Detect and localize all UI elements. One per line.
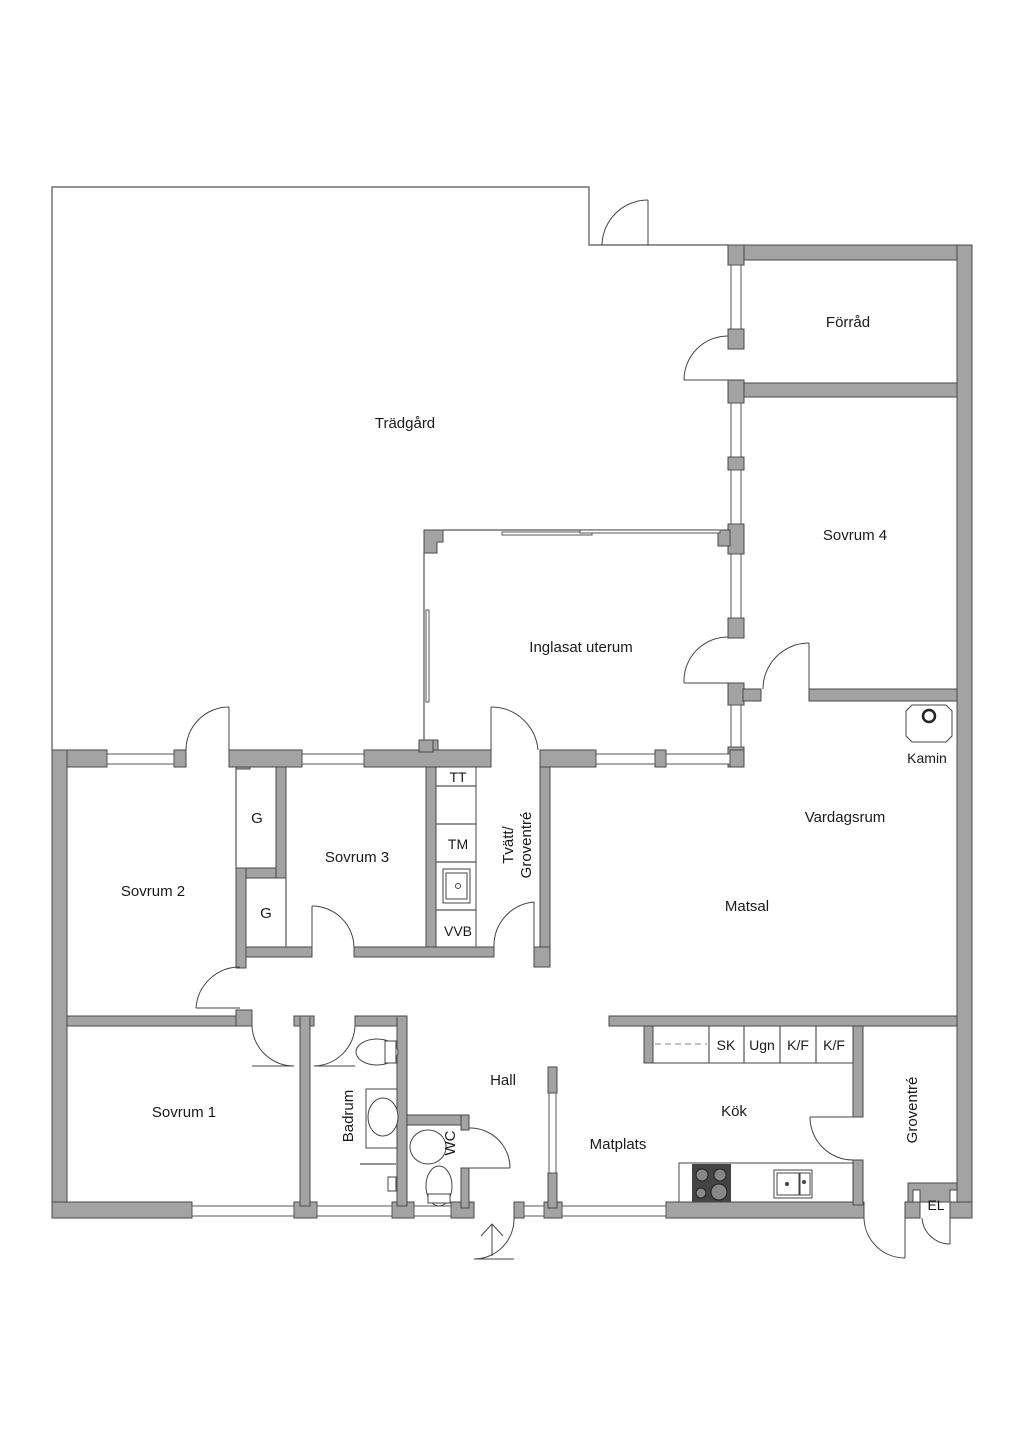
label-oven: Ugn xyxy=(749,1037,775,1053)
label-sovrum2: Sovrum 2 xyxy=(121,883,185,900)
fireplace-icon xyxy=(905,704,953,743)
bathroom-fixtures xyxy=(355,1038,453,1207)
entrance-arrow-icon xyxy=(480,1223,504,1256)
sunroom-glass-walls xyxy=(423,529,721,740)
label-sink-cabinet: SK xyxy=(717,1037,736,1053)
laundry-appliances xyxy=(435,766,477,948)
label-inglasat-uterum: Inglasat uterum xyxy=(529,639,632,656)
label-electrical: EL xyxy=(927,1197,944,1213)
label-sovrum3: Sovrum 3 xyxy=(325,849,389,866)
label-badrum: Badrum xyxy=(340,1090,357,1143)
label-closet-2: G xyxy=(260,905,272,922)
label-sovrum1: Sovrum 1 xyxy=(152,1104,216,1121)
label-tradgard: Trädgård xyxy=(375,415,435,432)
label-tvatt-groventre: Groventré xyxy=(518,812,535,879)
closets xyxy=(235,767,287,947)
label-groventre: Groventré xyxy=(904,1077,921,1144)
walls xyxy=(51,244,973,1219)
label-water-heater: VVB xyxy=(444,923,472,939)
label-vardagsrum: Vardagsrum xyxy=(805,809,886,826)
label-kok: Kök xyxy=(721,1103,747,1120)
label-matplats: Matplats xyxy=(590,1136,647,1153)
label-washing-machine: TM xyxy=(448,836,468,852)
label-kamin: Kamin xyxy=(907,750,947,766)
doors xyxy=(185,335,951,1260)
label-tvatt: Tvätt/ xyxy=(500,825,517,863)
label-forrad: Förråd xyxy=(826,314,870,331)
label-matsal: Matsal xyxy=(725,898,769,915)
label-closet-1: G xyxy=(251,810,263,827)
garden-gate-door xyxy=(601,199,649,246)
label-wc: WC xyxy=(442,1130,459,1155)
kitchen-upper-units xyxy=(652,1025,854,1064)
garden-outline xyxy=(51,186,728,750)
label-tumbler: TT xyxy=(449,769,467,785)
room-labels: Trädgård Förråd Sovrum 4 Inglasat uterum… xyxy=(121,314,947,1213)
label-hall: Hall xyxy=(490,1072,516,1089)
label-fridge-freezer-2: K/F xyxy=(823,1037,845,1053)
label-sovrum4: Sovrum 4 xyxy=(823,527,887,544)
label-fridge-freezer-1: K/F xyxy=(787,1037,809,1053)
windows xyxy=(106,264,742,1217)
kitchen-counter xyxy=(678,1162,854,1203)
